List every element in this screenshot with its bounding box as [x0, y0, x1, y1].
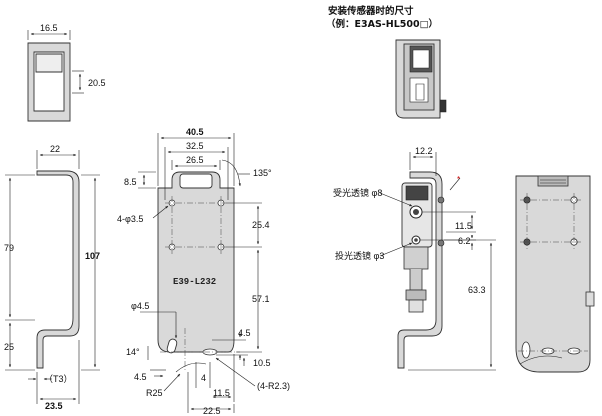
title-line-1: 安装传感器时的尺寸: [328, 5, 414, 17]
front-r-small: (4-R2.3): [257, 381, 290, 391]
mounted-front-view: [515, 175, 595, 373]
front-width-slot: 26.5: [186, 155, 204, 165]
title-line-2: （例：E3AS-HL500□）: [326, 18, 438, 30]
side-thickness: （T3）: [44, 374, 73, 384]
mounted-top-view: [395, 39, 447, 119]
front-dim-10-5: 10.5: [253, 358, 271, 368]
mounted-dim-11-5: 11.5: [455, 221, 472, 231]
front-width-mid: 32.5: [186, 141, 204, 151]
front-radius: R25: [146, 388, 163, 398]
side-bottom-depth: 23.5: [45, 401, 63, 411]
mounted-dim-6-2: 6.2: [458, 236, 471, 246]
side-top-depth: 22: [50, 144, 60, 154]
front-dim-11-5: 11.5: [213, 388, 230, 398]
front-part-number: E39-L232: [173, 277, 216, 287]
svg-text:*: *: [457, 175, 460, 184]
front-angle-14: 14°: [126, 347, 140, 357]
mounted-dim-63-3: 63.3: [468, 285, 486, 295]
front-dim-4: 4: [201, 373, 206, 383]
top-width-label: 16.5: [40, 23, 58, 33]
side-view: 22 79 25 107 （T3） 23.5: [4, 144, 100, 411]
top-window-label: 20.5: [88, 78, 106, 88]
front-width-total: 40.5: [186, 127, 204, 137]
front-bottom-width: 22.5: [203, 406, 221, 416]
front-hole-pitch: 25.4: [252, 220, 270, 230]
front-vertical: 57.1: [252, 294, 270, 304]
side-upper-height: 79: [4, 243, 14, 253]
mounted-width: 12.2: [415, 146, 433, 156]
side-lower-height: 25: [4, 342, 14, 352]
mounted-side-view: 12.2 受光透镜 φ8 * 投光透镜 φ3 11.5 6.2 63.3: [333, 146, 496, 371]
front-holes: 4-φ3.5: [117, 214, 143, 224]
receiver-lens: 受光透镜 φ8: [333, 187, 382, 198]
top-view: 16.5 20.5: [27, 23, 106, 122]
front-dim-4-5-a: 4.5: [238, 328, 251, 338]
front-angle: 135°: [253, 168, 272, 178]
emitter-lens: 投光透镜 φ3: [335, 250, 384, 261]
front-dim-4-5-b: 4.5: [134, 372, 147, 382]
front-slot-depth: 8.5: [124, 177, 137, 187]
side-total-height: 107: [85, 251, 100, 261]
front-small-hole: φ4.5: [131, 301, 149, 311]
front-view: E39-L232 40.5 32.5 26.5 8.5 135° 4-: [117, 127, 290, 416]
